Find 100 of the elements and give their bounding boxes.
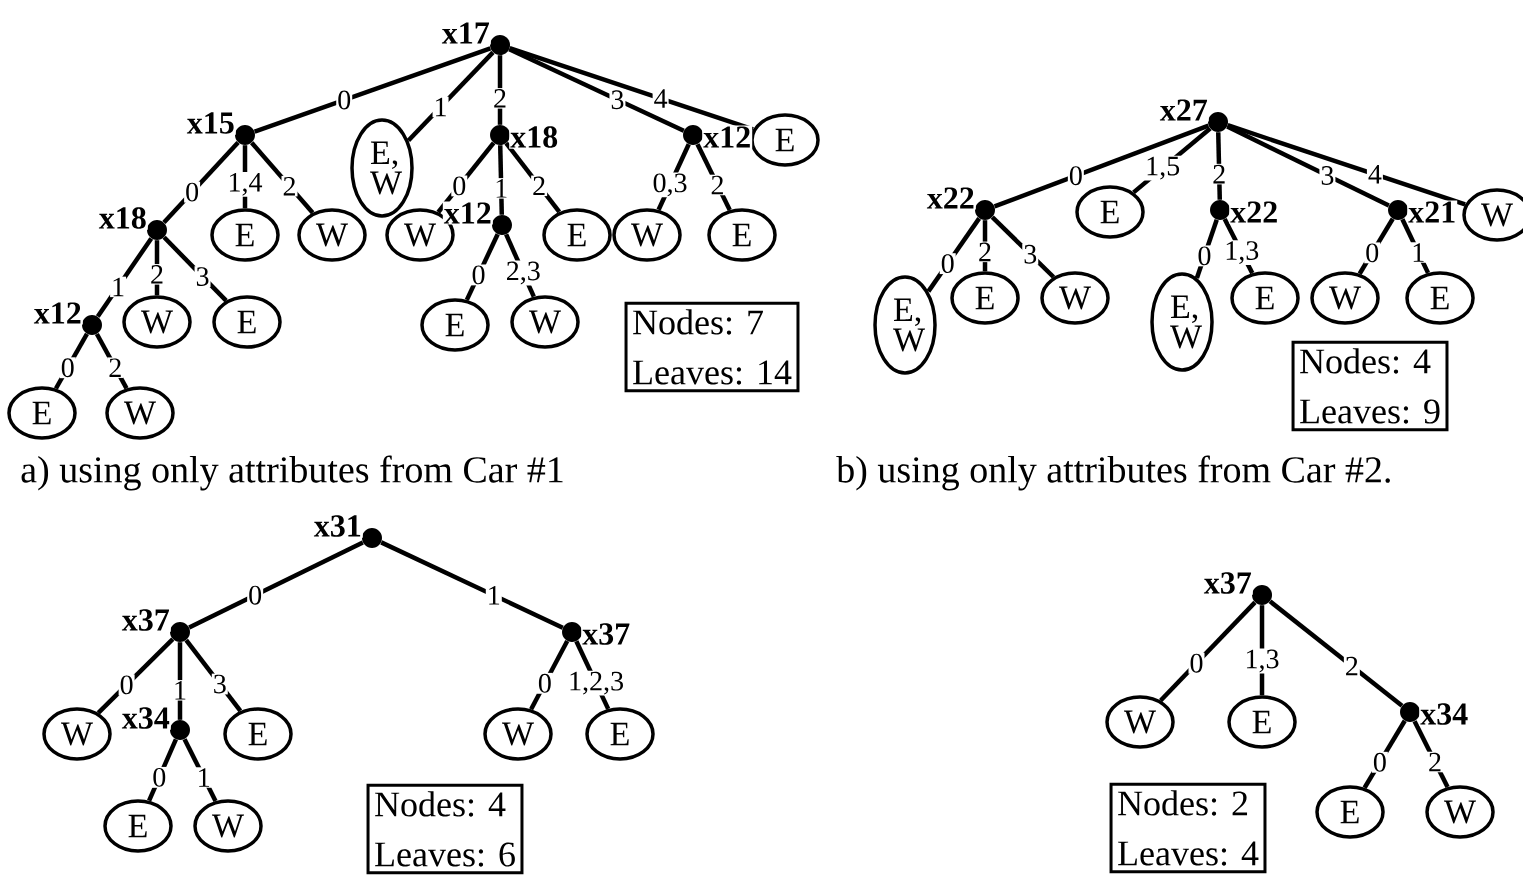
- edge-label: 0: [1364, 242, 1381, 264]
- edge-label: 2: [709, 174, 726, 196]
- caption: b) using only attributes from Car #2.: [836, 455, 1390, 491]
- edge-label: 0: [939, 253, 956, 275]
- edge-label: 1,3: [1243, 648, 1281, 674]
- edge-label: 2,3: [504, 260, 542, 286]
- tree-branch: [529, 639, 570, 711]
- attribute-label: x18: [97, 206, 148, 230]
- branch-dot: [975, 200, 995, 220]
- tree-branch: [250, 141, 315, 215]
- edge-label: 1,5: [1144, 155, 1182, 181]
- edge-label: 0: [1196, 245, 1213, 267]
- branch-dot: [1252, 585, 1272, 605]
- edge-label: 3: [1319, 165, 1336, 186]
- edge-label: 0: [151, 766, 168, 788]
- tree-branch: [1216, 132, 1223, 200]
- tree-branch: [188, 540, 364, 630]
- edge-label: 4: [652, 88, 669, 109]
- count-box: Nodes: 7 Leaves: 14: [624, 301, 800, 393]
- count-box: Nodes: 4 Leaves: 6: [366, 783, 524, 875]
- tree-branch: [982, 220, 988, 272]
- edge-label: 0: [184, 181, 201, 203]
- attribute-label: x31: [312, 514, 363, 538]
- tree-branch: [1268, 599, 1404, 708]
- edge-label: 2: [149, 264, 165, 285]
- edge-label: 2: [977, 241, 993, 263]
- tree-branch: [990, 215, 1056, 279]
- tree-branch: [253, 46, 492, 134]
- edge-label: 0: [336, 89, 353, 111]
- edge-label: 0,3: [651, 172, 689, 198]
- attribute-label: x22: [925, 186, 976, 210]
- edge-label: 1: [485, 585, 502, 606]
- edge-label: 1: [110, 276, 127, 298]
- tree-branch: [1194, 218, 1219, 279]
- attribute-label: x21: [1407, 200, 1458, 224]
- branch-dot: [562, 622, 582, 642]
- edge-label: 0: [536, 672, 553, 694]
- attribute-label: x12: [32, 301, 83, 325]
- branch-dot: [1208, 112, 1228, 132]
- branch-dot: [1400, 702, 1420, 722]
- tree-branch: [1357, 217, 1395, 275]
- tree-branch: [53, 332, 89, 390]
- branch-dot: [235, 125, 255, 145]
- edge-label: 0: [470, 264, 487, 286]
- edge-label: 3: [211, 673, 228, 695]
- edge-label: 1: [195, 767, 212, 788]
- edge-label: 3: [609, 89, 626, 111]
- attribute-label: x37: [120, 608, 171, 632]
- tree-branch: [96, 637, 175, 715]
- tree-branch: [95, 237, 154, 318]
- branch-dot: [490, 125, 510, 145]
- branch-dot: [1210, 200, 1230, 220]
- edge-label: 0: [451, 175, 468, 197]
- tree-branch: [147, 738, 178, 802]
- attribute-label: x27: [1158, 98, 1209, 122]
- tree-branch: [504, 141, 562, 214]
- edge-label: 1,3: [1223, 240, 1261, 265]
- attribute-label: x18: [509, 125, 560, 149]
- tree-branch: [162, 235, 228, 303]
- edge-label: 2: [1211, 163, 1228, 185]
- edge-label: 2: [281, 175, 298, 197]
- tree-branch: [94, 332, 129, 390]
- edge-label: 3: [1022, 243, 1039, 265]
- tree-branch: [184, 638, 243, 713]
- tree-branch: [1362, 719, 1407, 789]
- edge-label: 2: [1427, 751, 1443, 773]
- tree-branch: [497, 55, 503, 125]
- edge-label: 1,2,3: [567, 670, 626, 696]
- attribute-label: x12: [442, 201, 493, 225]
- edge-label: 0: [118, 674, 135, 696]
- branch-dot: [683, 125, 703, 145]
- tree-branch: [406, 50, 495, 142]
- tree-branch: [162, 140, 240, 225]
- edge-label: 3: [194, 266, 211, 287]
- attribute-label: x37: [581, 622, 632, 646]
- attribute-label: x34: [120, 706, 171, 730]
- branch-dot: [490, 35, 510, 55]
- branch-dot: [1388, 200, 1408, 220]
- branch-dot: [492, 215, 512, 235]
- tree-branch: [1227, 123, 1466, 207]
- tree-branch: [695, 143, 732, 211]
- edge-label: 2: [492, 88, 508, 109]
- caption: a) using only attributes from Car #1: [21, 455, 563, 491]
- tree-branch: [182, 738, 218, 803]
- count-box: Nodes: 4 Leaves: 9: [1291, 340, 1449, 432]
- tree-branch: [464, 233, 500, 301]
- tree-branch: [380, 540, 564, 630]
- attribute-label: x17: [440, 21, 491, 45]
- edge-label: 0: [1188, 652, 1205, 674]
- edge-label: 2: [107, 357, 124, 378]
- tree-branch: [1400, 218, 1431, 274]
- edge-label: 0: [1371, 751, 1388, 773]
- count-box: Nodes: 2 Leaves: 4: [1109, 782, 1267, 874]
- tree-branch: [508, 46, 754, 132]
- edge-label: 1,4: [226, 171, 264, 197]
- branch-dot: [82, 315, 102, 335]
- attribute-label: x15: [185, 111, 236, 135]
- attribute-label: x34: [1419, 702, 1470, 726]
- edge-label: 2: [531, 175, 548, 197]
- attribute-label: x22: [1229, 200, 1280, 224]
